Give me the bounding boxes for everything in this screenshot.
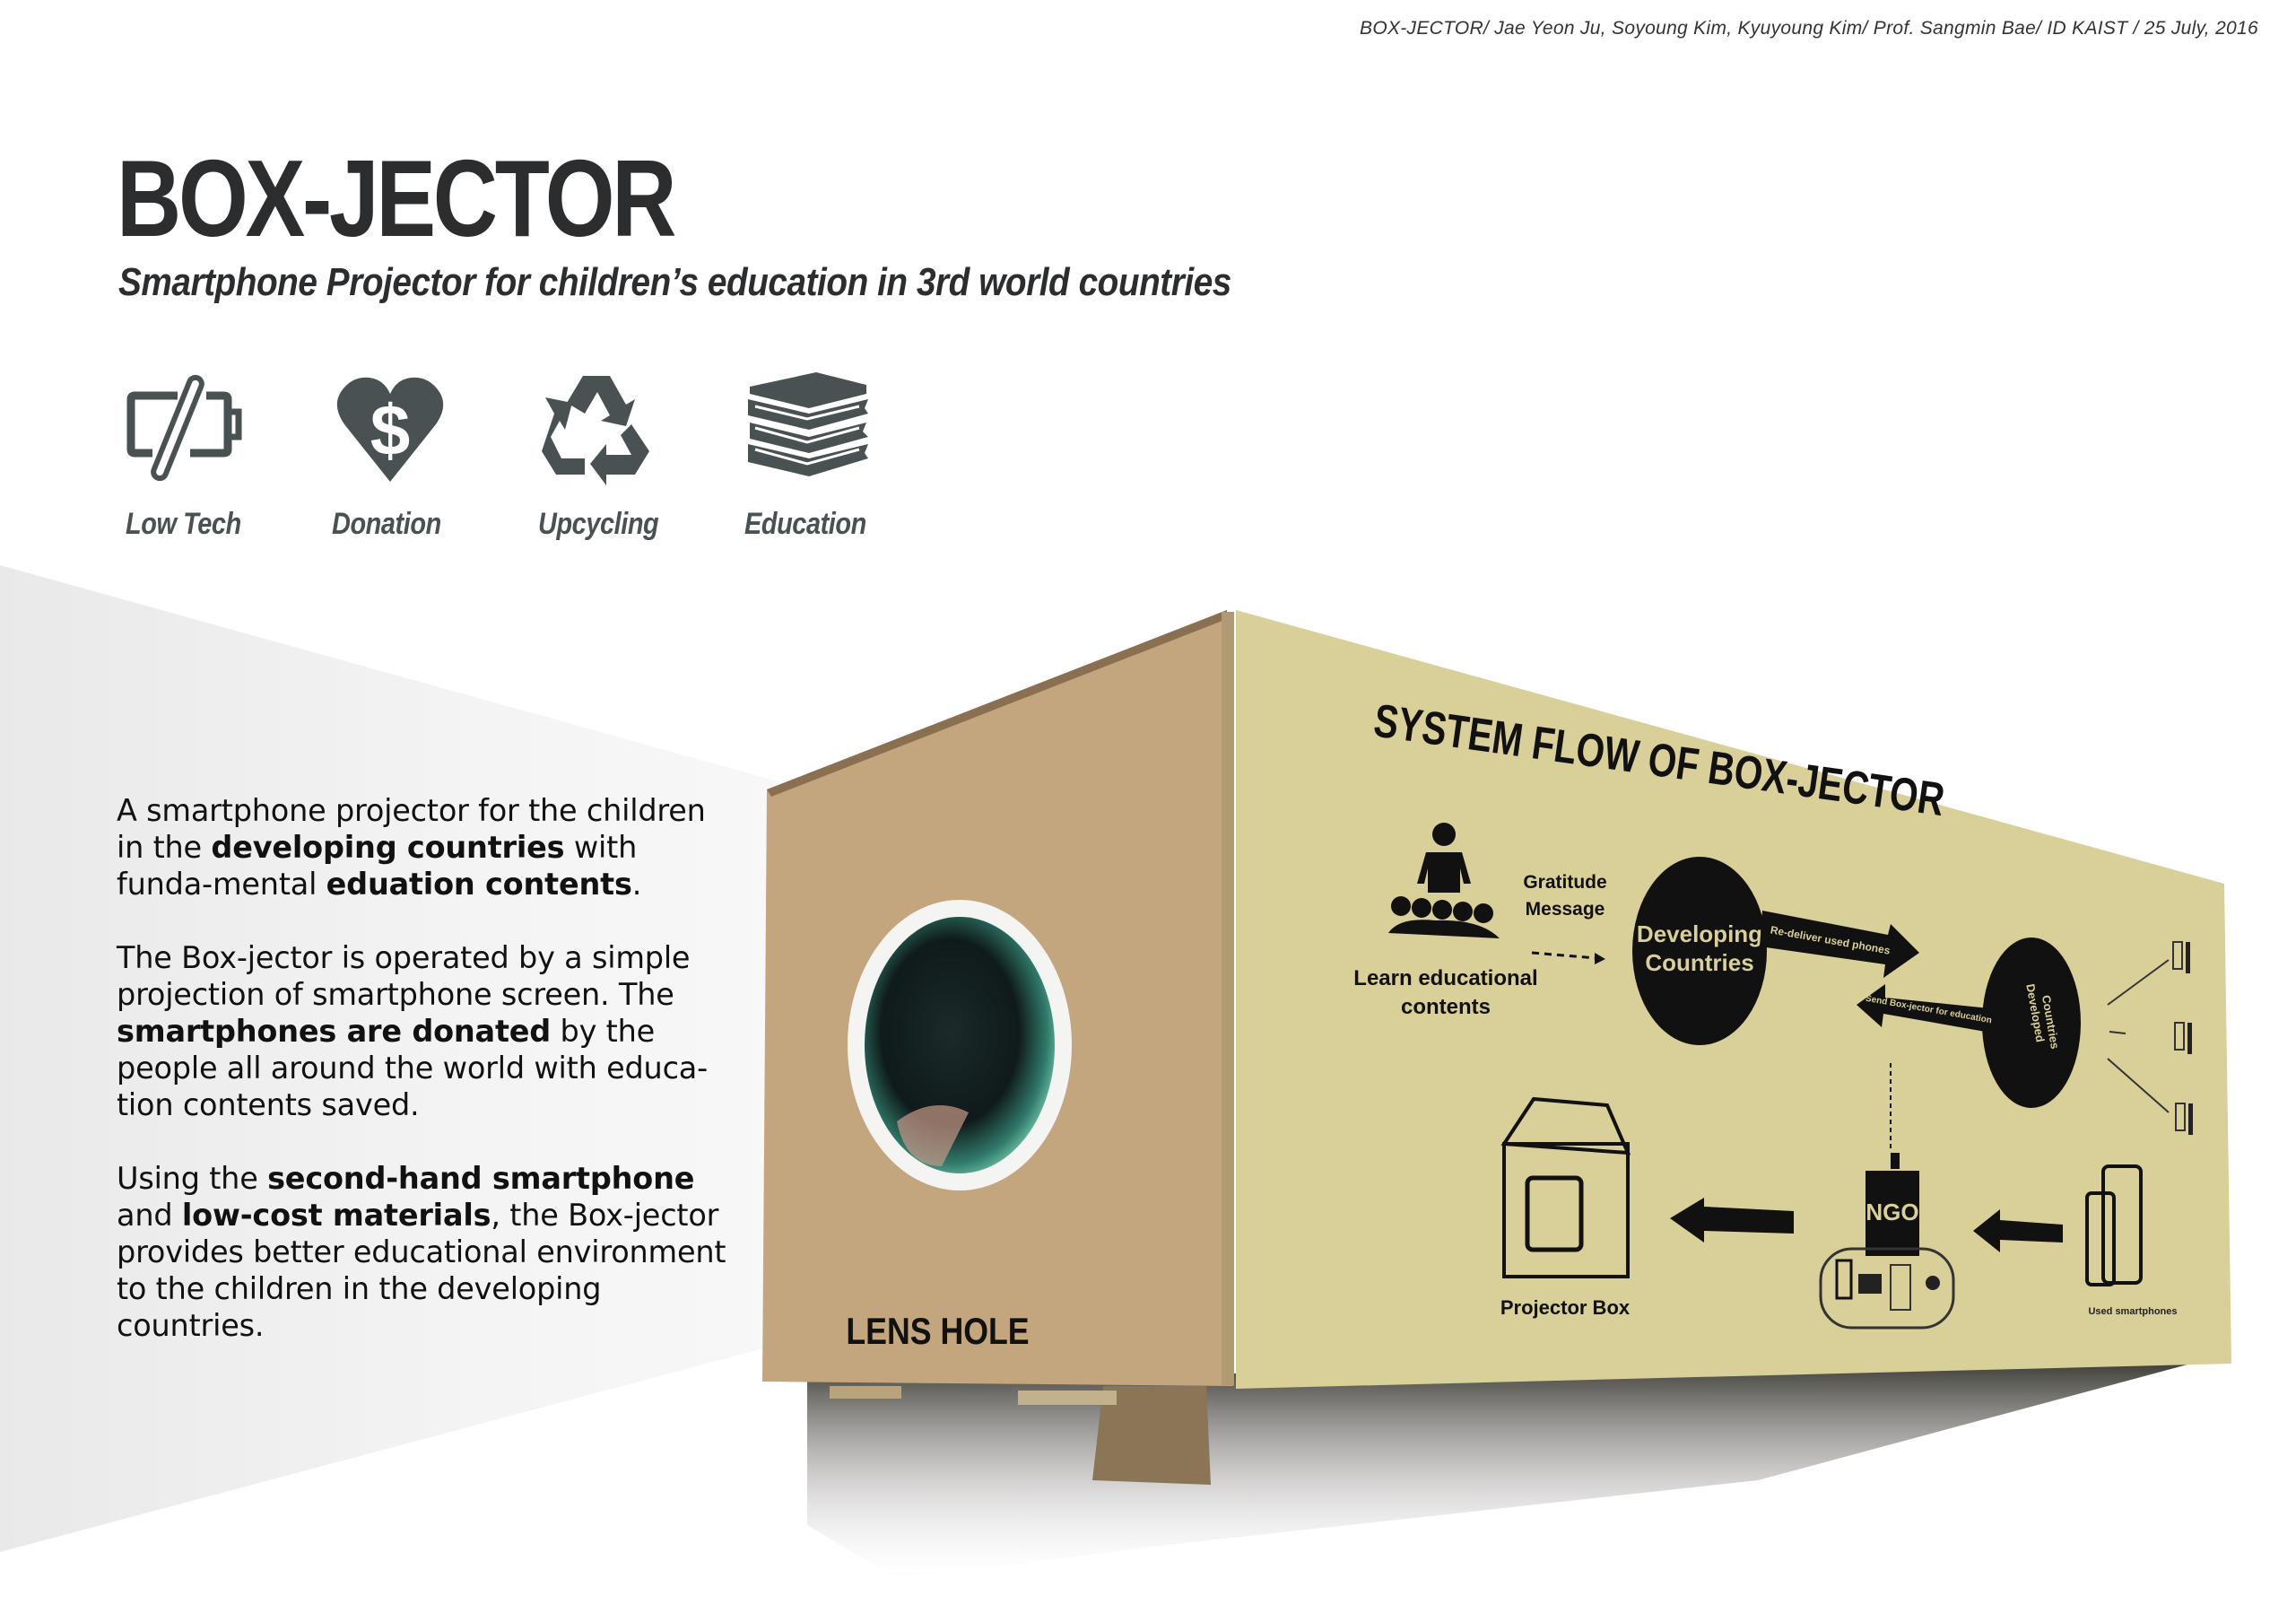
flow-arrow-left-1 <box>1670 1198 1794 1243</box>
svg-text:Countries: Countries <box>1645 949 1753 976</box>
feature-upcycling: Upcycling <box>538 368 744 542</box>
feature-label: Education <box>744 507 866 541</box>
svg-text:NGO: NGO <box>1866 1199 1918 1225</box>
description-paragraph-2: The Box-jector is operated by a simple p… <box>117 940 709 1122</box>
feature-list: Low Tech $ Donation Upcycling <box>126 368 951 542</box>
projector-box-icon <box>1500 1096 1631 1278</box>
feature-education: Education <box>744 368 951 542</box>
donor-phones-icon <box>2107 941 2186 1131</box>
feature-label: Low Tech <box>126 507 241 541</box>
svg-text:Learn educational: Learn educational <box>1353 966 1537 990</box>
used-smartphones-icon <box>2085 1164 2143 1286</box>
credit-line: BOX-JECTOR/ Jae Yeon Ju, Soyoung Kim, Ky… <box>1360 18 2258 39</box>
heart-dollar-icon: $ <box>336 377 444 482</box>
description-paragraph-3: Using the second-hand smartphone and low… <box>117 1161 726 1343</box>
feature-donation: $ Donation <box>332 368 538 542</box>
feature-low-tech: Low Tech <box>126 368 332 542</box>
svg-text:Projector Box: Projector Box <box>1500 1296 1631 1319</box>
svg-text:$: $ <box>370 390 411 470</box>
developed-countries-node <box>1982 937 2081 1108</box>
lens-hole-label: LENS HOLE <box>846 1311 1029 1352</box>
classroom-icon <box>1388 823 1500 938</box>
feature-label: Upcycling <box>538 507 659 541</box>
description: A smartphone projector for the children … <box>117 792 726 1381</box>
box-stand <box>1092 1386 1211 1485</box>
ngo-icon: NGO <box>1819 1063 1955 1330</box>
recycle-icon <box>542 375 649 485</box>
send-arrow <box>1857 984 1998 1033</box>
lens-glass <box>865 917 1055 1173</box>
page-title: BOX-JECTOR <box>117 137 677 259</box>
page-subtitle: Smartphone Projector for children’s educ… <box>118 260 1231 304</box>
svg-text:Message: Message <box>1526 899 1605 920</box>
feature-label: Donation <box>332 507 441 541</box>
developing-countries-node <box>1632 857 1767 1045</box>
svg-text:Developing: Developing <box>1637 920 1762 947</box>
svg-text:Gratitude: Gratitude <box>1523 872 1606 893</box>
svg-text:contents: contents <box>1401 995 1491 1019</box>
low-battery-icon <box>126 374 242 481</box>
redeliver-arrow <box>1760 911 1919 978</box>
books-icon <box>748 371 868 476</box>
flow-arrow-left-2 <box>1973 1209 2063 1252</box>
svg-text:Used smartphones: Used smartphones <box>2088 1306 2177 1317</box>
description-paragraph-1: A smartphone projector for the children … <box>117 793 706 902</box>
